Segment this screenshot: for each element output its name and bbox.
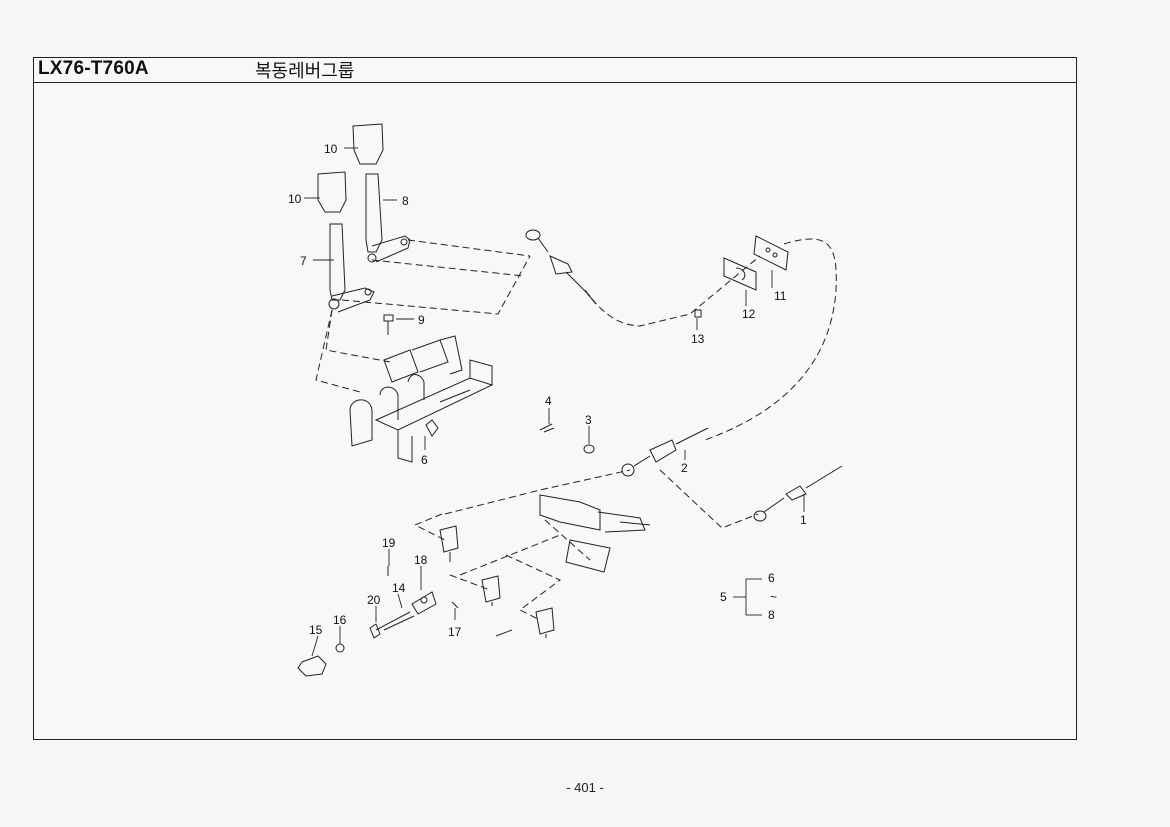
- leader-lines: [304, 147, 805, 657]
- washer-3: [583, 444, 595, 454]
- lever-7: [317, 171, 375, 313]
- nut-13: [694, 309, 702, 318]
- bolt-20: [369, 623, 381, 639]
- callout-numbers: 10 10 8 7 9 6 11 12 13 4 3 2 1 5 6 ~ 8 1…: [288, 142, 807, 639]
- assembly-dashed-lines: [315, 238, 837, 621]
- pin-lower: [495, 629, 513, 637]
- callout-11: 11: [774, 289, 787, 303]
- pin-17: [451, 601, 459, 609]
- callout-19: 19: [382, 536, 396, 550]
- callout-1: 1: [800, 513, 807, 527]
- diagram-frame: LX76-T760A 복동레버그룹: [33, 57, 1077, 740]
- cable-1: [753, 465, 843, 522]
- callout-7: 7: [300, 254, 307, 268]
- callout-9: 9: [418, 313, 425, 327]
- callout-8: 8: [402, 194, 409, 208]
- joint-middle: [481, 575, 501, 606]
- plate-12: [723, 257, 757, 291]
- callout-20: 20: [367, 593, 381, 607]
- callout-5-tilde: ~: [770, 590, 777, 604]
- callout-18: 18: [414, 553, 428, 567]
- lever-8: [352, 123, 411, 263]
- callout-15: 15: [309, 623, 323, 637]
- bolt-9: [383, 314, 394, 335]
- callout-17: 17: [448, 625, 462, 639]
- callout-5-from: 6: [768, 571, 775, 585]
- joint-upper: [439, 525, 459, 562]
- plate-11: [753, 235, 789, 271]
- callout-12: 12: [742, 307, 756, 321]
- callout-6: 6: [421, 453, 428, 467]
- callout-14: 14: [392, 581, 406, 595]
- group-title: 복동레버그룹: [255, 61, 355, 82]
- valve-linkage: [539, 494, 651, 573]
- callout-13: 13: [691, 332, 705, 346]
- washer-16: [335, 643, 345, 653]
- callout-5: 5: [720, 590, 727, 604]
- callout-4: 4: [545, 394, 552, 408]
- bracket-assembly-6: [349, 335, 494, 463]
- rod-14: [375, 591, 437, 631]
- header-bar: LX76-T760A 복동레버그룹: [34, 58, 1076, 83]
- callout-10-upper: 10: [324, 142, 338, 156]
- callout-3: 3: [585, 413, 592, 427]
- pin-4: [539, 423, 555, 433]
- joint-lower: [535, 607, 555, 638]
- callout-10-lower: 10: [288, 192, 302, 206]
- model-code: LX76-T760A: [38, 58, 149, 79]
- page-number: - 401 -: [566, 780, 604, 795]
- cable-2: [525, 229, 709, 477]
- callout-16: 16: [333, 613, 347, 627]
- callout-2: 2: [681, 461, 688, 475]
- callout-5-to: 8: [768, 608, 775, 622]
- knob-15: [297, 655, 327, 677]
